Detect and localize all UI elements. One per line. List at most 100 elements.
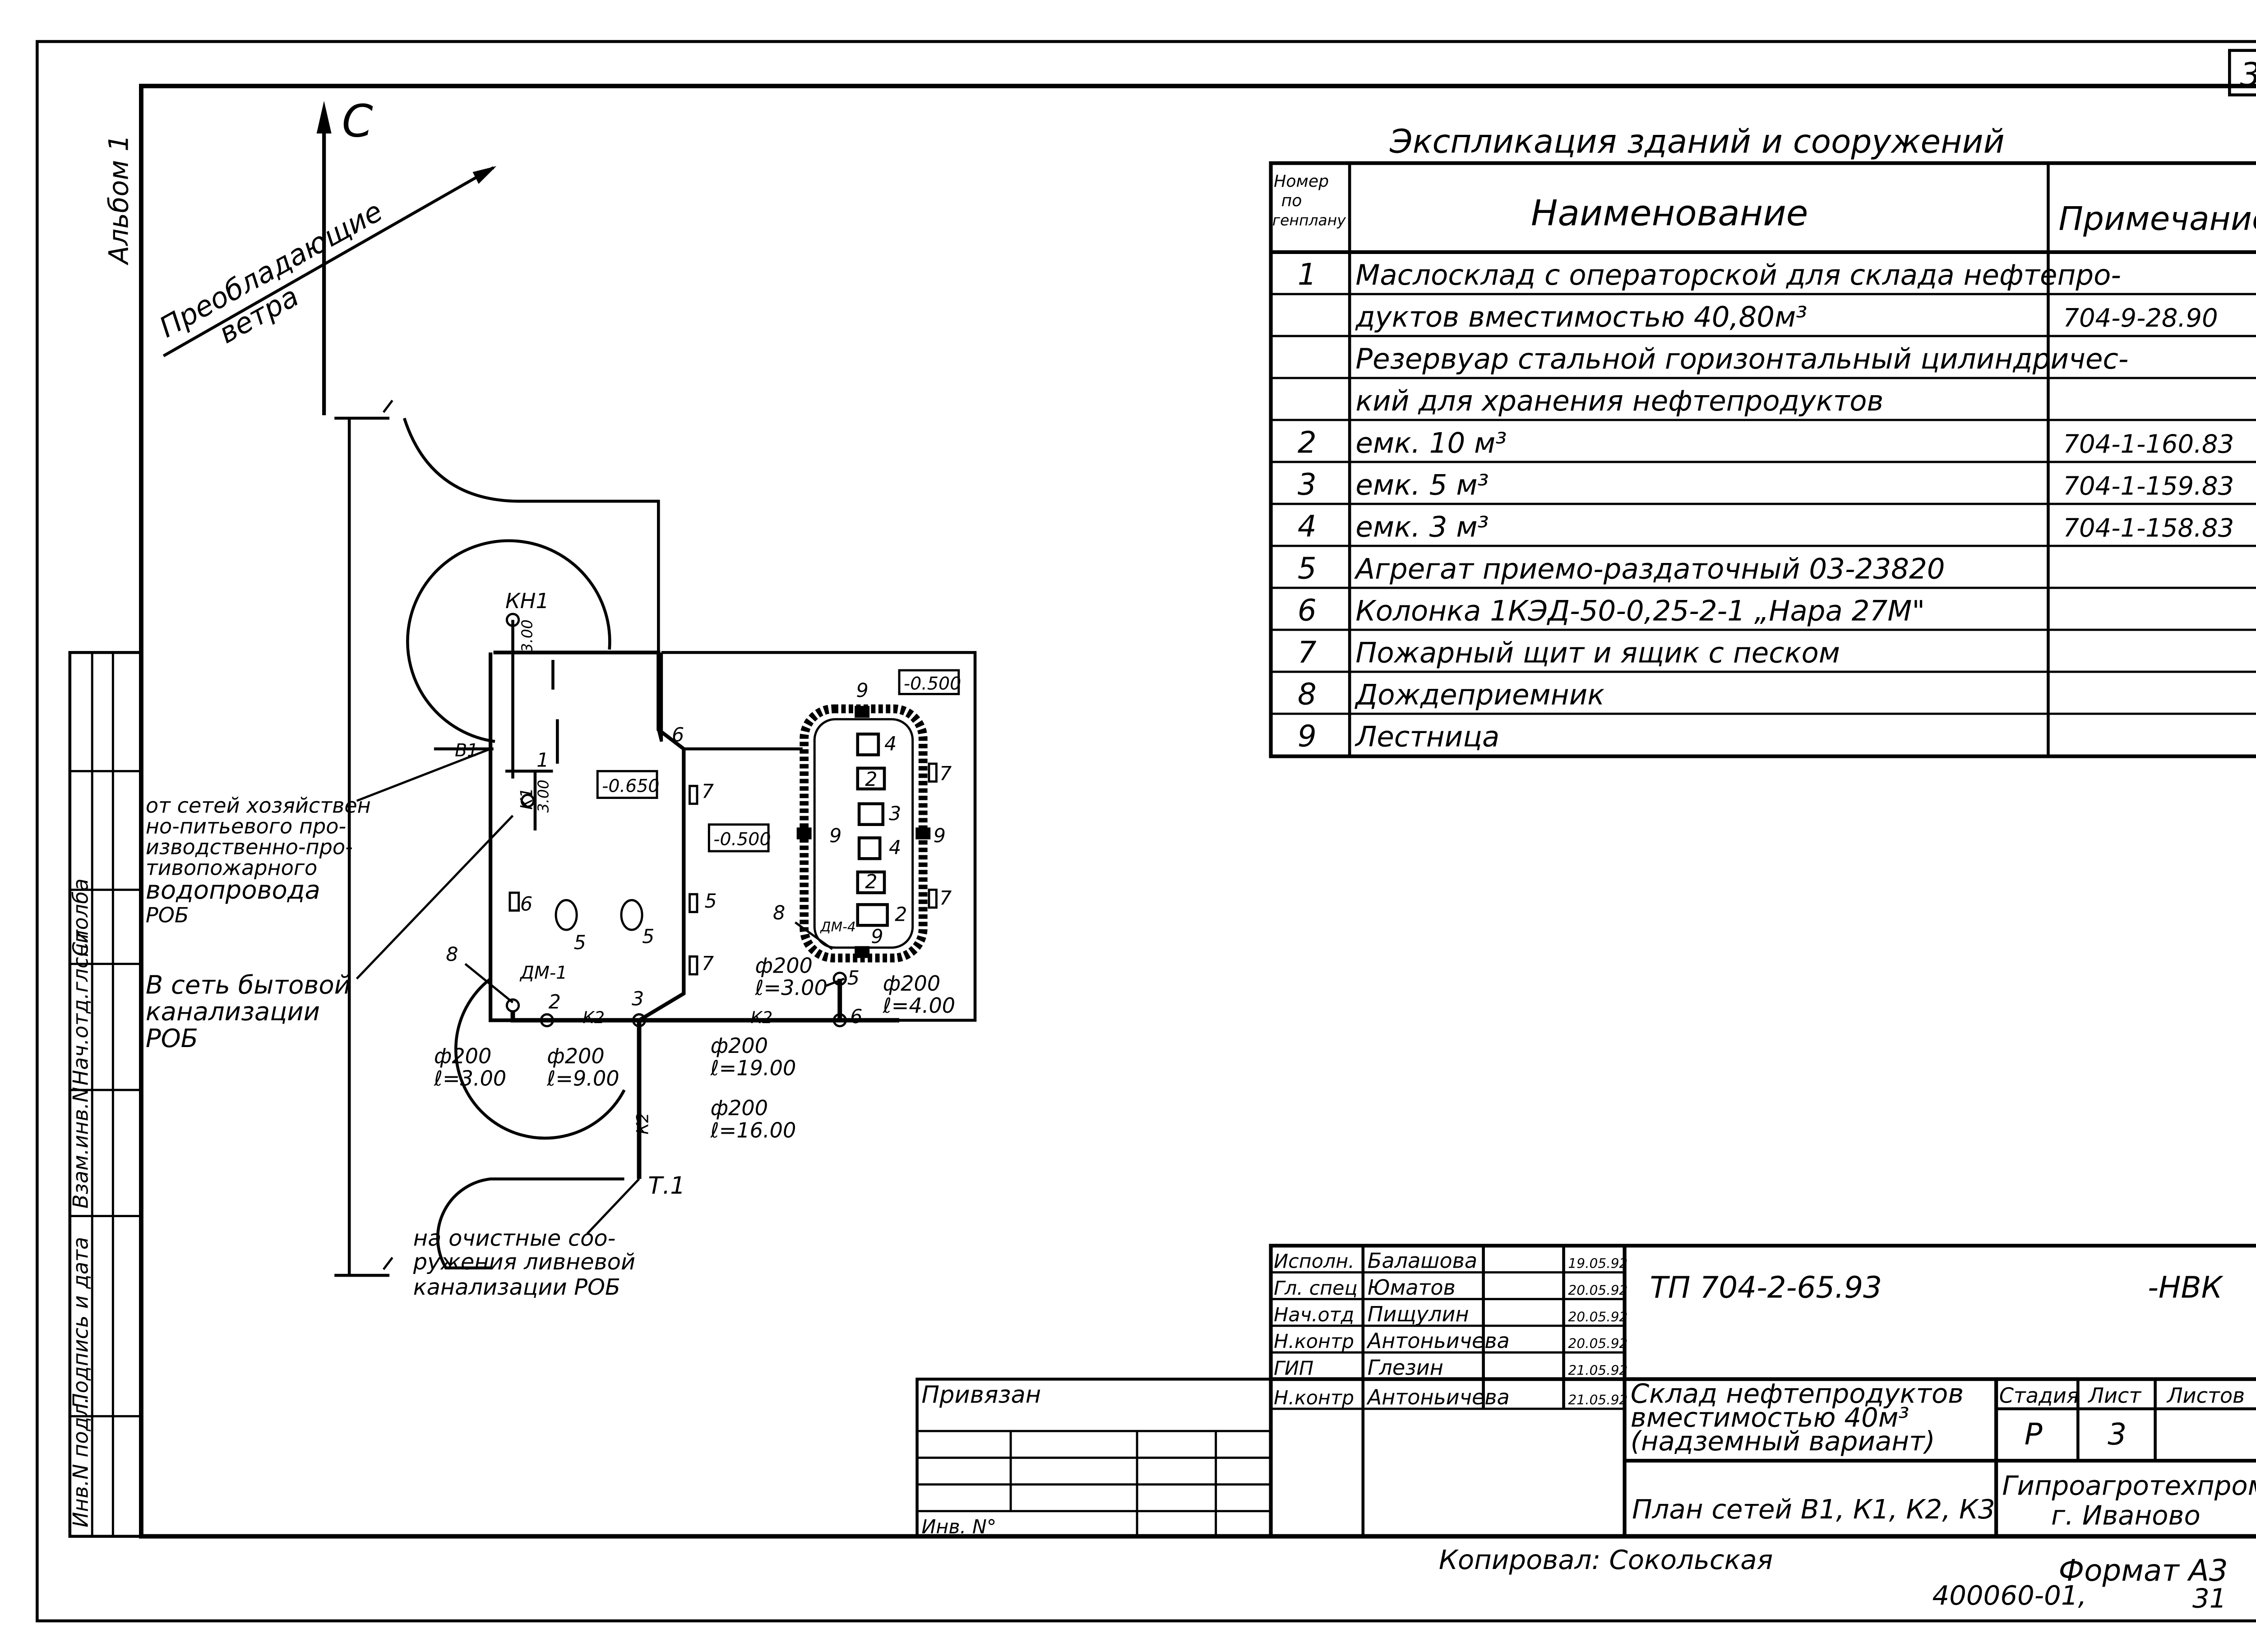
svg-text:водопровода: водопровода [146,876,320,905]
side-stamp-inv: Инв.N подл. [68,1397,92,1527]
callout-2b: 2 [865,768,877,791]
project-name-1: Склад нефтепродуктов [1631,1378,1964,1409]
wind-arrow [162,166,497,357]
svg-text:РОБ: РОБ [146,1024,198,1053]
title-suffix: -НВК [2148,1270,2224,1305]
b1-label: В1 [455,740,478,761]
callout-9d: 9 [871,926,883,948]
approval-name: Пищулин [1368,1302,1469,1326]
callout-3b: 3 [889,803,901,825]
side-stamp [68,651,143,1538]
side-stamp-column: Столба [68,878,92,956]
approval-date: 20.05.92 [1568,1283,1627,1298]
pipe-5-dia: ф200 [755,953,812,978]
callout-7d: 7 [939,887,952,909]
kn1-elevation: 3.00 [518,619,536,652]
explication-num: 1 [1298,257,1317,292]
k1-elevation: 3.00 [535,780,552,812]
title-block [915,1244,2256,1538]
callout-7c: 7 [939,762,952,785]
header-num-3: генплану [1272,212,1346,229]
explication-name: емк. 5 м³ [1355,468,1489,501]
approval-date: 19.05.92 [1568,1256,1627,1271]
approval-name: Антоньичева [1366,1385,1510,1409]
callout-2a: 2 [549,991,561,1013]
pipe-2-dia: ф200 [547,1044,604,1068]
k2-label-3: К2 [633,1112,652,1135]
pipe-3-dia: ф200 [711,1034,768,1058]
elev-tank: -0.500 [904,674,961,694]
callout-6b: 6 [520,893,532,915]
approval-name: Юматов [1368,1275,1456,1300]
explication-note: 704-1-158.83 [2063,513,2234,543]
side-stamp-signature: Подпись и дата [68,1237,92,1409]
dm1-label: ДМ-1 [519,963,567,983]
explication-name: Дождеприемник [1354,678,1604,711]
pipe-5-len: ℓ=3.00 [754,976,827,1000]
approval-role: Исполн. [1274,1251,1355,1273]
svg-text:канализации РОБ: канализации РОБ [413,1274,620,1300]
pipe-2-len: ℓ=9.00 [546,1066,619,1090]
pipe-4-len: ℓ=16.00 [710,1118,796,1142]
callout-3: 3 [632,988,644,1011]
project-name-2: вместимостью 40м³ [1631,1402,1909,1433]
callout-6c: 6 [850,1006,862,1028]
svg-text:ружения ливневой: ружения ливневой [413,1249,635,1275]
callout-4b: 4 [889,836,901,859]
approval-date: 20.05.92 [1568,1309,1627,1324]
explication-note: 704-1-159.83 [2063,471,2234,501]
approval-role: Нач.отд [1274,1304,1354,1326]
callout-9a: 9 [856,679,868,702]
svg-text:канализации: канализации [146,997,320,1027]
approval-role: Гл. спец [1274,1277,1357,1300]
pipe-1-dia: ф200 [434,1044,491,1068]
explication-name: емк. 10 м³ [1355,426,1507,459]
explication-name: Резервуар стальной горизонтальный цилинд… [1355,342,2128,375]
svg-text:В сеть бытовой: В сеть бытовой [146,971,351,1000]
explication-name: Маслосклад с операторской для склада неф… [1355,258,2121,291]
callout-7a: 7 [702,780,714,803]
drawing-name: План сетей В1, К1, К2, К3 [1632,1494,1995,1525]
callout-5a: 5 [574,932,586,954]
approval-name: Балашова [1368,1249,1477,1273]
explication-num: 8 [1298,677,1317,712]
callout-5d: 5 [847,967,860,990]
explication-num: 9 [1298,719,1317,754]
svg-text:но-питьевого про-: но-питьевого про- [146,814,346,838]
stage-header: Стадия [1999,1384,2079,1408]
explication-num: 6 [1298,593,1317,628]
svg-text:на очистные соо-: на очистные соо- [413,1225,616,1251]
explication-name: Пожарный щит и ящик с песком [1355,636,1840,669]
explication-name: Лестница [1355,720,1499,753]
callout-2c: 2 [865,871,877,893]
sheet-number: 30 [2240,56,2256,94]
sheet-header: Лист [2087,1384,2141,1408]
pipe-1-len: ℓ=3.00 [434,1066,506,1090]
approval-role: Н.контр [1274,1330,1354,1353]
note-sewer: В сеть бытовой канализации РОБ [146,971,351,1053]
explication-num: 3 [1298,467,1317,502]
explication-name: дуктов вместимостью 40,80м³ [1355,300,1807,333]
note-storm: на очистные соо- ружения ливневой канали… [413,1225,635,1300]
organization-1: Гипроагротехпром [2002,1470,2256,1501]
callout-1: 1 [536,749,549,772]
callout-8b: 8 [773,902,785,924]
callout-9b: 9 [829,825,841,847]
approval-role: Н.контр [1274,1387,1354,1409]
dm4-label: ДМ-4 [819,919,855,934]
inv-no-label: Инв. N° [921,1516,996,1538]
format-label: Формат А3 [2059,1553,2228,1588]
explication-num: 4 [1298,509,1317,544]
numbered-callouts: 1 2 3 5 5 5 5 6 6 6 7 7 7 7 8 8 9 9 9 9 … [446,679,952,1028]
header-num-2: по [1281,191,1302,210]
pipe-6-dia: ф200 [883,971,940,996]
approval-date: 20.05.92 [1568,1336,1627,1351]
callout-8a: 8 [446,943,458,966]
pipe-4-dia: ф200 [711,1096,768,1120]
kn1-label: КН1 [505,589,549,613]
header-name: Наименование [1531,193,1808,234]
t1-label: Т.1 [648,1172,685,1200]
k1-label: К1 [517,788,536,810]
